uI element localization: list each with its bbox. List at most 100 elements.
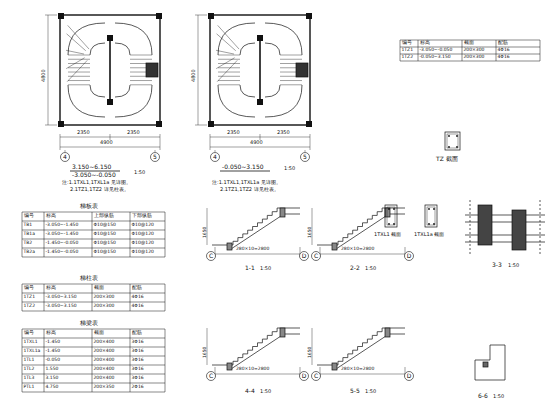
- winder-curve: [265, 23, 302, 55]
- axis-bubble: C: [206, 371, 216, 381]
- drawing-label: 1:50: [365, 389, 376, 395]
- column-mark: [156, 121, 162, 127]
- axis-number: 5: [300, 152, 310, 162]
- axis-bubble: 4: [210, 152, 220, 162]
- winder-curve: [115, 43, 130, 55]
- slab-soffit: [231, 214, 300, 249]
- rebar-dot: [433, 223, 435, 225]
- dimension-line: [312, 328, 405, 377]
- column-mark: [58, 121, 64, 127]
- axis-number: D: [299, 371, 309, 381]
- rebar-dot: [448, 135, 450, 137]
- column-mark: [58, 13, 64, 19]
- column-mark: [296, 63, 308, 77]
- stirrup: [387, 207, 395, 225]
- drawing-label: 3-3: [492, 262, 502, 269]
- drawing-label: Φ10@150: [94, 241, 116, 246]
- column-mark: [306, 13, 312, 19]
- beam-mark: [385, 208, 390, 217]
- axis-number: C: [311, 251, 321, 261]
- axis-bubble: D: [299, 371, 309, 381]
- beam-hatch: [512, 210, 526, 250]
- drawing-label: 编号: [24, 331, 34, 336]
- winder-curve: [240, 85, 255, 97]
- title-underline: [220, 171, 270, 172]
- column-mark: [146, 63, 158, 77]
- axis-number: 4: [210, 152, 220, 162]
- drawing-label: 200×400: [94, 367, 115, 372]
- stirrup: [427, 207, 435, 225]
- column-mark: [107, 99, 113, 105]
- drawing-label: 1TL2: [24, 367, 35, 372]
- drawing-label: 200×400: [94, 376, 115, 381]
- beam-mark: [332, 243, 337, 250]
- drawing-label: 梯梁表: [80, 320, 98, 327]
- drawing-label: Φ10@120: [132, 232, 154, 237]
- drawing-label: TZ 截面: [436, 156, 458, 163]
- beam-section: [425, 205, 437, 227]
- axis-bubble: D: [299, 251, 309, 261]
- drawing-label: 4.750: [46, 385, 59, 390]
- rebar-dot: [393, 208, 395, 210]
- drawing-label: 下部纵筋: [132, 214, 152, 219]
- winder-curve: [265, 85, 280, 97]
- winder-curve: [265, 43, 280, 55]
- drawing-label: 1:50: [508, 263, 519, 269]
- drawing-label: 3Φ16: [132, 376, 144, 381]
- winder-curve: [115, 23, 152, 55]
- rebar-dot: [456, 146, 458, 148]
- winder-curve: [115, 85, 152, 117]
- rebar-dot: [428, 208, 430, 210]
- drawing-label: -1.450: [46, 340, 61, 345]
- drawing-label: 200×300: [464, 55, 485, 60]
- winder-curve: [115, 85, 130, 97]
- center-wall: [109, 37, 111, 103]
- dimension-line: [195, 15, 310, 152]
- drawing-label: PTL1: [24, 385, 35, 390]
- drawing-label: 标高: [420, 41, 430, 46]
- stirrup: [447, 134, 458, 148]
- stair-wall: [210, 15, 310, 125]
- drawing-label: 2350: [277, 130, 290, 136]
- drawing-label: 2.1TZ1,1TZ2 详见柱表。: [220, 187, 279, 193]
- axis-bubble: C: [311, 371, 321, 381]
- stair-flight: [317, 328, 405, 365]
- drawing-label: 3Φ16: [132, 358, 144, 363]
- axis-bubble: 5: [300, 152, 310, 162]
- drawing-label: 280×10=2800: [341, 367, 374, 372]
- drawing-label: -1.450~-0.050: [46, 250, 79, 255]
- winder-curve: [68, 85, 105, 117]
- drawing-label: 4Φ16: [498, 55, 510, 60]
- drawing-label: TB1: [24, 223, 33, 228]
- center-wall: [259, 37, 261, 103]
- drawing-label: -3.050~-1.450: [46, 223, 79, 228]
- axis-bubble: D: [404, 371, 414, 381]
- drawing-label: 编号: [24, 286, 34, 291]
- drawing-label: 1-1: [245, 265, 255, 272]
- axis-number: D: [404, 371, 414, 381]
- drawing-label: 配筋: [132, 331, 142, 336]
- drawing-label: 1TZ1: [402, 48, 414, 53]
- drawing-label: 编号: [402, 41, 412, 46]
- drawing-label: 280×10=2800: [341, 247, 374, 252]
- drawing-label: 1TL1: [24, 358, 35, 363]
- drawing-label: 3Φ16: [132, 340, 144, 345]
- drawing-label: Φ10@120: [132, 241, 154, 246]
- drawing-label: 1650: [308, 347, 313, 358]
- axis-number: D: [299, 251, 309, 261]
- slab-soffit: [336, 214, 405, 249]
- drawing-label: -1.450: [46, 349, 61, 354]
- drawing-label: TB2: [24, 241, 33, 246]
- drawing-label: 配筋: [132, 286, 142, 291]
- drawing-label: -0.050~3.150: [420, 55, 451, 60]
- drawing-label: 注:1.1TXL1,1TXL1a 见详图。: [212, 180, 281, 186]
- drawing-label: 3Φ16: [132, 349, 144, 354]
- drawing-label: 截面: [94, 331, 104, 336]
- drawing-label: 1TXL1a 截面: [414, 232, 444, 238]
- axis-number: C: [206, 371, 216, 381]
- rebar-dot: [456, 135, 458, 137]
- drawing-label: 1TL3: [24, 376, 35, 381]
- rebar-dot: [393, 223, 395, 225]
- drawing-label: 200×300: [94, 304, 115, 309]
